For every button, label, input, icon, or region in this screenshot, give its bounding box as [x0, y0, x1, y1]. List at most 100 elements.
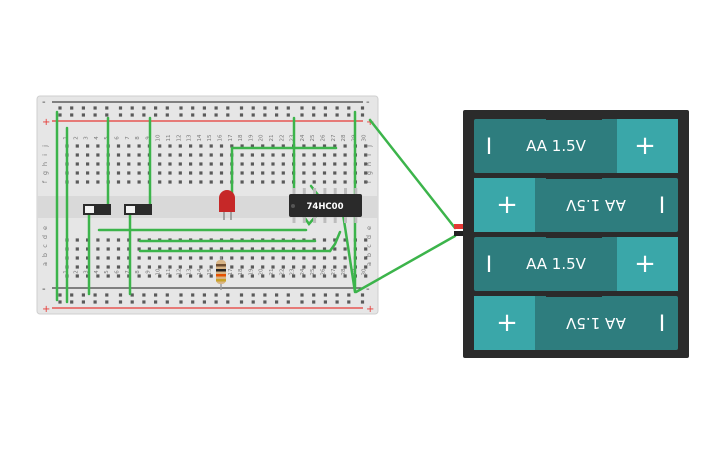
- rail-hole[interactable]: [179, 300, 183, 304]
- breadboard-hole[interactable]: [364, 162, 368, 166]
- breadboard-hole[interactable]: [189, 180, 193, 184]
- breadboard-hole[interactable]: [364, 265, 368, 269]
- breadboard-hole[interactable]: [322, 247, 327, 251]
- rail-hole[interactable]: [179, 113, 183, 117]
- breadboard-hole[interactable]: [312, 153, 316, 157]
- breadboard-hole[interactable]: [240, 256, 244, 260]
- rail-hole[interactable]: [58, 106, 62, 110]
- breadboard-hole[interactable]: [343, 171, 347, 175]
- rail-hole[interactable]: [165, 293, 169, 297]
- breadboard-hole[interactable]: [322, 153, 327, 157]
- rail-hole[interactable]: [154, 113, 158, 117]
- rail-hole[interactable]: [263, 113, 267, 117]
- rail-hole[interactable]: [312, 300, 316, 304]
- breadboard-hole[interactable]: [168, 171, 172, 175]
- breadboard-hole[interactable]: [312, 265, 316, 269]
- rail-hole[interactable]: [58, 113, 62, 117]
- ic-body[interactable]: [289, 194, 362, 217]
- breadboard-hole[interactable]: [75, 144, 79, 148]
- breadboard-hole[interactable]: [322, 162, 327, 166]
- rail-hole[interactable]: [142, 106, 146, 110]
- breadboard-hole[interactable]: [75, 247, 79, 251]
- rail-hole[interactable]: [142, 300, 146, 304]
- breadboard-hole[interactable]: [199, 274, 203, 278]
- breadboard-hole[interactable]: [302, 171, 306, 175]
- breadboard-hole[interactable]: [116, 265, 121, 269]
- rail-hole[interactable]: [105, 300, 109, 304]
- rail-hole[interactable]: [130, 293, 134, 297]
- breadboard-hole[interactable]: [209, 180, 213, 184]
- rail-hole[interactable]: [165, 106, 169, 110]
- breadboard-hole[interactable]: [364, 180, 368, 184]
- rail-hole[interactable]: [263, 293, 267, 297]
- rail-hole[interactable]: [81, 113, 85, 117]
- breadboard-hole[interactable]: [137, 247, 141, 251]
- rail-hole[interactable]: [275, 113, 279, 117]
- rail-hole[interactable]: [105, 293, 109, 297]
- breadboard-hole[interactable]: [230, 265, 234, 269]
- breadboard-hole[interactable]: [96, 238, 100, 242]
- rail-hole[interactable]: [323, 106, 327, 110]
- breadboard-hole[interactable]: [147, 256, 151, 260]
- breadboard-hole[interactable]: [75, 274, 79, 278]
- breadboard-hole[interactable]: [86, 265, 90, 269]
- breadboard-hole[interactable]: [189, 153, 193, 157]
- ic-chip[interactable]: 74HC00: [289, 188, 362, 223]
- rail-hole[interactable]: [312, 293, 316, 297]
- breadboard-hole[interactable]: [189, 247, 193, 251]
- breadboard-hole[interactable]: [271, 180, 275, 184]
- rail-hole[interactable]: [118, 113, 123, 117]
- breadboard-hole[interactable]: [96, 247, 100, 251]
- breadboard-hole[interactable]: [240, 274, 244, 278]
- rail-hole[interactable]: [154, 106, 158, 110]
- breadboard-hole[interactable]: [302, 162, 306, 166]
- rail-hole[interactable]: [214, 113, 218, 117]
- wire-led-output[interactable]: [230, 146, 338, 196]
- breadboard-hole[interactable]: [364, 171, 368, 175]
- breadboard-hole[interactable]: [209, 274, 213, 278]
- breadboard-hole[interactable]: [137, 274, 141, 278]
- breadboard-hole[interactable]: [271, 162, 275, 166]
- breadboard-hole[interactable]: [302, 153, 306, 157]
- breadboard-hole[interactable]: [312, 144, 316, 148]
- switch-a[interactable]: [83, 204, 111, 215]
- rail-hole[interactable]: [165, 300, 169, 304]
- breadboard-hole[interactable]: [158, 265, 162, 269]
- switch-b[interactable]: [124, 204, 152, 215]
- breadboard-hole[interactable]: [250, 180, 254, 184]
- breadboard-hole[interactable]: [261, 256, 265, 260]
- rail-hole[interactable]: [81, 300, 85, 304]
- breadboard-hole[interactable]: [281, 256, 285, 260]
- breadboard-hole[interactable]: [178, 180, 182, 184]
- breadboard-hole[interactable]: [364, 153, 368, 157]
- rail-hole[interactable]: [118, 106, 123, 110]
- breadboard-hole[interactable]: [137, 162, 141, 166]
- breadboard-hole[interactable]: [292, 274, 296, 278]
- breadboard-hole[interactable]: [250, 153, 254, 157]
- switch-a-slider[interactable]: [85, 206, 94, 213]
- breadboard-hole[interactable]: [75, 256, 79, 260]
- rail-hole[interactable]: [179, 106, 183, 110]
- breadboard-hole[interactable]: [209, 247, 213, 251]
- breadboard-hole[interactable]: [219, 144, 224, 148]
- breadboard-hole[interactable]: [86, 274, 90, 278]
- rail-hole[interactable]: [323, 113, 327, 117]
- breadboard-hole[interactable]: [158, 144, 162, 148]
- breadboard-hole[interactable]: [271, 153, 275, 157]
- breadboard-hole[interactable]: [168, 144, 172, 148]
- rail-hole[interactable]: [81, 293, 85, 297]
- breadboard-hole[interactable]: [158, 274, 162, 278]
- breadboard-hole[interactable]: [116, 247, 121, 251]
- rail-hole[interactable]: [105, 113, 109, 117]
- breadboard-hole[interactable]: [281, 247, 285, 251]
- rail-hole[interactable]: [347, 300, 351, 304]
- rail-hole[interactable]: [70, 113, 74, 117]
- rail-hole[interactable]: [191, 113, 195, 117]
- breadboard-hole[interactable]: [261, 180, 265, 184]
- breadboard-hole[interactable]: [209, 171, 213, 175]
- breadboard-hole[interactable]: [250, 144, 254, 148]
